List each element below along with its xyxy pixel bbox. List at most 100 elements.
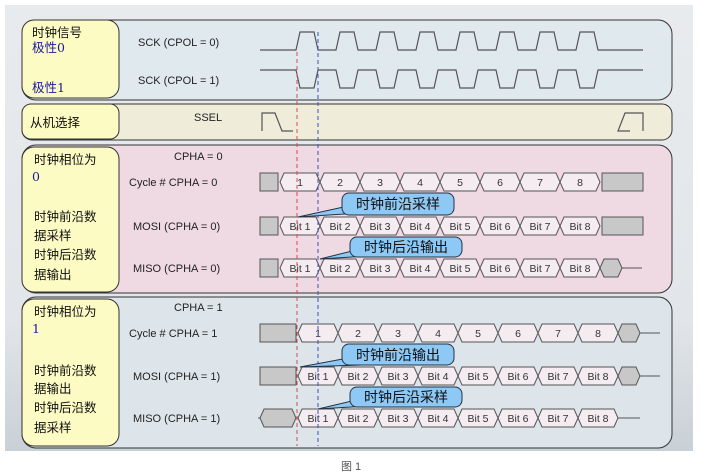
cpha1-label-l4: 据输出 xyxy=(34,381,72,396)
signal-ssel: SSEL xyxy=(194,112,222,124)
cpha1-header: CPHA = 1 xyxy=(174,302,223,314)
cpha0-label-l5: 时钟后沿数 xyxy=(34,247,97,262)
sck-cpol0-wave xyxy=(260,31,643,51)
miso-cpha1-cell-label: Bit 4 xyxy=(427,413,448,425)
miso-cpha1-cell-label: Bit 5 xyxy=(467,413,488,425)
cycle-cpha0-cell-label: 8 xyxy=(577,177,583,189)
cpha0-label-l4: 据采样 xyxy=(34,228,72,243)
signal-cycle-cpha1: Cycle # CPHA = 1 xyxy=(129,328,217,340)
mosi-cpha1-cell-label: Bit 2 xyxy=(347,371,368,383)
mosi-cpha1-cell-label: Bit 3 xyxy=(387,371,408,383)
mosi-cpha1-cell-label: Bit 7 xyxy=(547,371,568,383)
mosi-cpha0-idle-start xyxy=(259,216,279,236)
cycle-cpha0-cell-label: 4 xyxy=(417,177,423,189)
clock-label-pol0: 极性0 xyxy=(32,40,65,55)
cpha1-label-l2: 1 xyxy=(32,321,40,336)
cycle-cpha1-idle-start xyxy=(259,323,297,343)
cycle-cpha1-cell-label: 2 xyxy=(355,328,361,340)
miso-cpha0-cell-label: Bit 6 xyxy=(489,263,510,275)
miso-cpha0-cell-label: Bit 3 xyxy=(369,263,390,275)
mosi-cpha0-cell-label: Bit 1 xyxy=(289,221,310,233)
mosi-cpha1-cell-label: Bit 5 xyxy=(467,371,488,383)
mosi-cpha0-cell-label: Bit 4 xyxy=(409,221,430,233)
mosi-cpha1-cell-label: Bit 6 xyxy=(507,371,528,383)
clock-label-title: 时钟信号 xyxy=(32,25,82,40)
callout-leading-output: 时钟前沿输出 xyxy=(299,343,455,368)
cycle-cpha0-cell-label: 5 xyxy=(457,177,463,189)
signal-miso-cpha0: MISO (CPHA = 0) xyxy=(133,263,220,275)
miso-cpha1-cell-label: Bit 7 xyxy=(547,413,568,425)
signal-cycle-cpha0: Cycle # CPHA = 0 xyxy=(129,177,217,189)
mosi-cpha0-cell-label: Bit 7 xyxy=(529,221,550,233)
miso-cpha1-cell-label: Bit 3 xyxy=(387,413,408,425)
cycle-cpha0-cell-label: 1 xyxy=(297,177,303,189)
cycle-cpha0-cell-label: 3 xyxy=(377,177,383,189)
cycle-cpha1-cell-label: 7 xyxy=(555,328,561,340)
miso-cpha1-cell-label: Bit 6 xyxy=(507,413,528,425)
mosi-cpha0-cell xyxy=(559,216,601,236)
mosi-cpha0-idle-end xyxy=(601,216,644,236)
ssel-label: 从机选择 xyxy=(30,115,81,130)
mosi-cpha0-cell-label: Bit 5 xyxy=(449,221,470,233)
miso-cpha0-cell-label: Bit 4 xyxy=(409,263,430,275)
cpha1-label-box xyxy=(21,298,120,447)
cpha0-label-l3: 时钟前沿数 xyxy=(34,209,97,224)
signal-miso-cpha1: MISO (CPHA = 1) xyxy=(133,413,220,425)
sck-cpol1-wave xyxy=(260,69,643,89)
cycle-cpha0-cell-label: 6 xyxy=(497,177,503,189)
cpha0-label-l6: 据输出 xyxy=(34,267,72,282)
signal-mosi-cpha0: MOSI (CPHA = 0) xyxy=(133,221,220,233)
ssel-wave xyxy=(261,112,644,132)
cpha0-header: CPHA = 0 xyxy=(174,151,223,163)
svg-text:时钟前沿输出: 时钟前沿输出 xyxy=(356,347,440,363)
cycle-cpha0-idle-end xyxy=(601,172,644,192)
cycle-cpha0-cell xyxy=(559,172,601,192)
mosi-cpha1-cell-label: Bit 8 xyxy=(587,371,608,383)
miso-cpha0-cell-label: Bit 7 xyxy=(529,263,550,275)
signal-sck-cpol0: SCK (CPOL = 0) xyxy=(138,37,219,49)
cycle-cpha1-idle-end xyxy=(617,323,641,343)
miso-cpha1-idle-start xyxy=(259,408,297,428)
cpha0-label-l2: 0 xyxy=(32,169,40,184)
ssel-label-box xyxy=(21,103,120,140)
miso-cpha0-cell-label: Bit 5 xyxy=(449,263,470,275)
clock-label-pol1: 极性1 xyxy=(32,80,65,95)
cycle-cpha1-cell-label: 4 xyxy=(435,328,441,340)
miso-cpha0-cell-label: Bit 8 xyxy=(569,263,590,275)
cpha1-label-l3: 时钟前沿数 xyxy=(34,363,97,378)
cycle-cpha0-cell-label: 2 xyxy=(337,177,343,189)
cpha0-label-l1: 时钟相位为 xyxy=(34,152,97,167)
signal-sck-cpol1: SCK (CPOL = 1) xyxy=(138,75,219,87)
svg-text:时钟后沿输出: 时钟后沿输出 xyxy=(364,239,448,255)
cycle-cpha0-idle-start xyxy=(259,172,279,192)
cycle-cpha1-cell-label: 5 xyxy=(475,328,481,340)
callout-leading-sample: 时钟前沿采样 xyxy=(297,192,455,218)
cpha0-label-box xyxy=(21,146,120,293)
mosi-cpha1-idle-start xyxy=(259,366,297,386)
mosi-cpha1-idle-end xyxy=(617,366,641,386)
cycle-cpha0-cell-label: 7 xyxy=(537,177,543,189)
mosi-cpha0-cell-label: Bit 8 xyxy=(569,221,590,233)
miso-cpha0-cell-label: Bit 2 xyxy=(329,263,350,275)
miso-cpha1-cell-label: Bit 8 xyxy=(587,413,608,425)
mosi-cpha0-cell-label: Bit 2 xyxy=(329,221,350,233)
svg-text:时钟后沿采样: 时钟后沿采样 xyxy=(364,389,448,405)
callout-trailing-output: 时钟后沿输出 xyxy=(319,236,463,260)
callout-trailing-sample: 时钟后沿采样 xyxy=(317,386,463,410)
mosi-cpha0-cell-label: Bit 6 xyxy=(489,221,510,233)
miso-cpha1-cell-label: Bit 2 xyxy=(347,413,368,425)
cpha1-label-l5: 时钟后沿数 xyxy=(34,400,97,415)
cycle-cpha1-cell-label: 8 xyxy=(595,328,601,340)
cycle-cpha1-cell-label: 6 xyxy=(515,328,521,340)
figure-caption: 图 1 xyxy=(341,461,362,473)
cycle-cpha1-cell-label: 3 xyxy=(395,328,401,340)
cpha1-label-l1: 时钟相位为 xyxy=(34,304,97,319)
miso-cpha0-idle-end xyxy=(599,258,623,278)
miso-cpha0-cell-label: Bit 1 xyxy=(289,263,310,275)
clock-label-box xyxy=(21,19,120,99)
mosi-cpha1-cell-label: Bit 4 xyxy=(427,371,448,383)
svg-text:时钟前沿采样: 时钟前沿采样 xyxy=(356,196,440,212)
mosi-cpha0-cell-label: Bit 3 xyxy=(369,221,390,233)
cpha1-label-l6: 据采样 xyxy=(34,420,72,435)
